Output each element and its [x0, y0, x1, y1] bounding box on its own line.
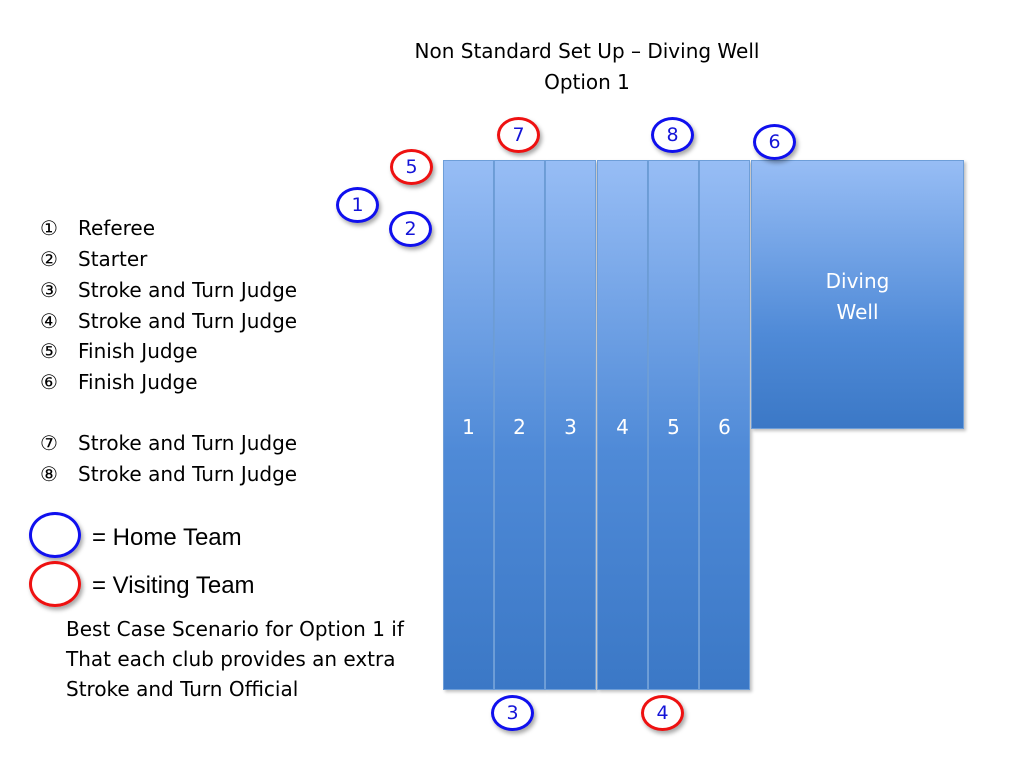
diving-well-label: Diving Well — [825, 269, 890, 324]
lane-number: 6 — [718, 415, 731, 439]
legend-item: ⑤ Finish Judge — [40, 336, 198, 367]
legend-item: ⑧ Stroke and Turn Judge — [40, 459, 297, 490]
lane-number: 3 — [564, 415, 577, 439]
legend-item: ④ Stroke and Turn Judge — [40, 306, 297, 337]
official-marker-4: 4 — [641, 695, 684, 731]
diving-well: Diving Well — [751, 160, 964, 429]
lane-number: 5 — [667, 415, 680, 439]
home-team-key-circle — [29, 512, 81, 558]
legend-label: Stroke and Turn Judge — [78, 431, 298, 455]
home-team-key-label: = Home Team — [92, 524, 242, 551]
official-marker-3: 3 — [491, 695, 534, 731]
legend-symbol: ⑦ — [40, 431, 58, 455]
legend-symbol: ⑥ — [40, 370, 58, 394]
diagram-subtitle: Option 1 — [544, 70, 630, 94]
legend-symbol: ③ — [40, 278, 58, 302]
official-marker-6: 6 — [753, 124, 796, 160]
legend-symbol: ⑤ — [40, 339, 58, 363]
official-marker-1: 1 — [336, 187, 379, 223]
legend-item: ③ Stroke and Turn Judge — [40, 275, 297, 306]
legend-symbol: ① — [40, 216, 58, 240]
lane-number: 2 — [513, 415, 526, 439]
legend-label: Referee — [78, 216, 156, 240]
legend-item: ② Starter — [40, 244, 147, 275]
legend-label: Starter — [78, 247, 148, 271]
lane-5: 5 — [648, 160, 699, 690]
legend-label: Finish Judge — [78, 370, 198, 394]
official-marker-2: 2 — [389, 211, 432, 247]
lane-number: 4 — [616, 415, 629, 439]
legend-label: Finish Judge — [78, 339, 198, 363]
lane-2: 2 — [494, 160, 545, 690]
legend-symbol: ⑧ — [40, 462, 58, 486]
lane-4: 4 — [597, 160, 648, 690]
legend-label: Stroke and Turn Judge — [78, 462, 298, 486]
official-marker-5: 5 — [390, 149, 433, 185]
official-marker-8: 8 — [651, 117, 694, 153]
lane-1: 1 — [443, 160, 494, 690]
visiting-team-key-label: = Visiting Team — [92, 572, 255, 599]
legend-item: ⑦ Stroke and Turn Judge — [40, 428, 297, 459]
legend-item: ⑥ Finish Judge — [40, 367, 198, 398]
official-marker-7: 7 — [497, 117, 540, 153]
legend-label: Stroke and Turn Judge — [78, 309, 298, 333]
visiting-team-key-circle — [29, 561, 81, 607]
lane-3: 3 — [545, 160, 596, 690]
legend-symbol: ④ — [40, 309, 58, 333]
diagram-title: Non Standard Set Up – Diving Well — [414, 39, 760, 63]
legend-item: ① Referee — [40, 213, 155, 244]
scenario-note: Best Case Scenario for Option 1 if That … — [66, 617, 404, 701]
lane-number: 1 — [462, 415, 475, 439]
legend-symbol: ② — [40, 247, 58, 271]
legend-label: Stroke and Turn Judge — [78, 278, 298, 302]
lane-6: 6 — [699, 160, 750, 690]
